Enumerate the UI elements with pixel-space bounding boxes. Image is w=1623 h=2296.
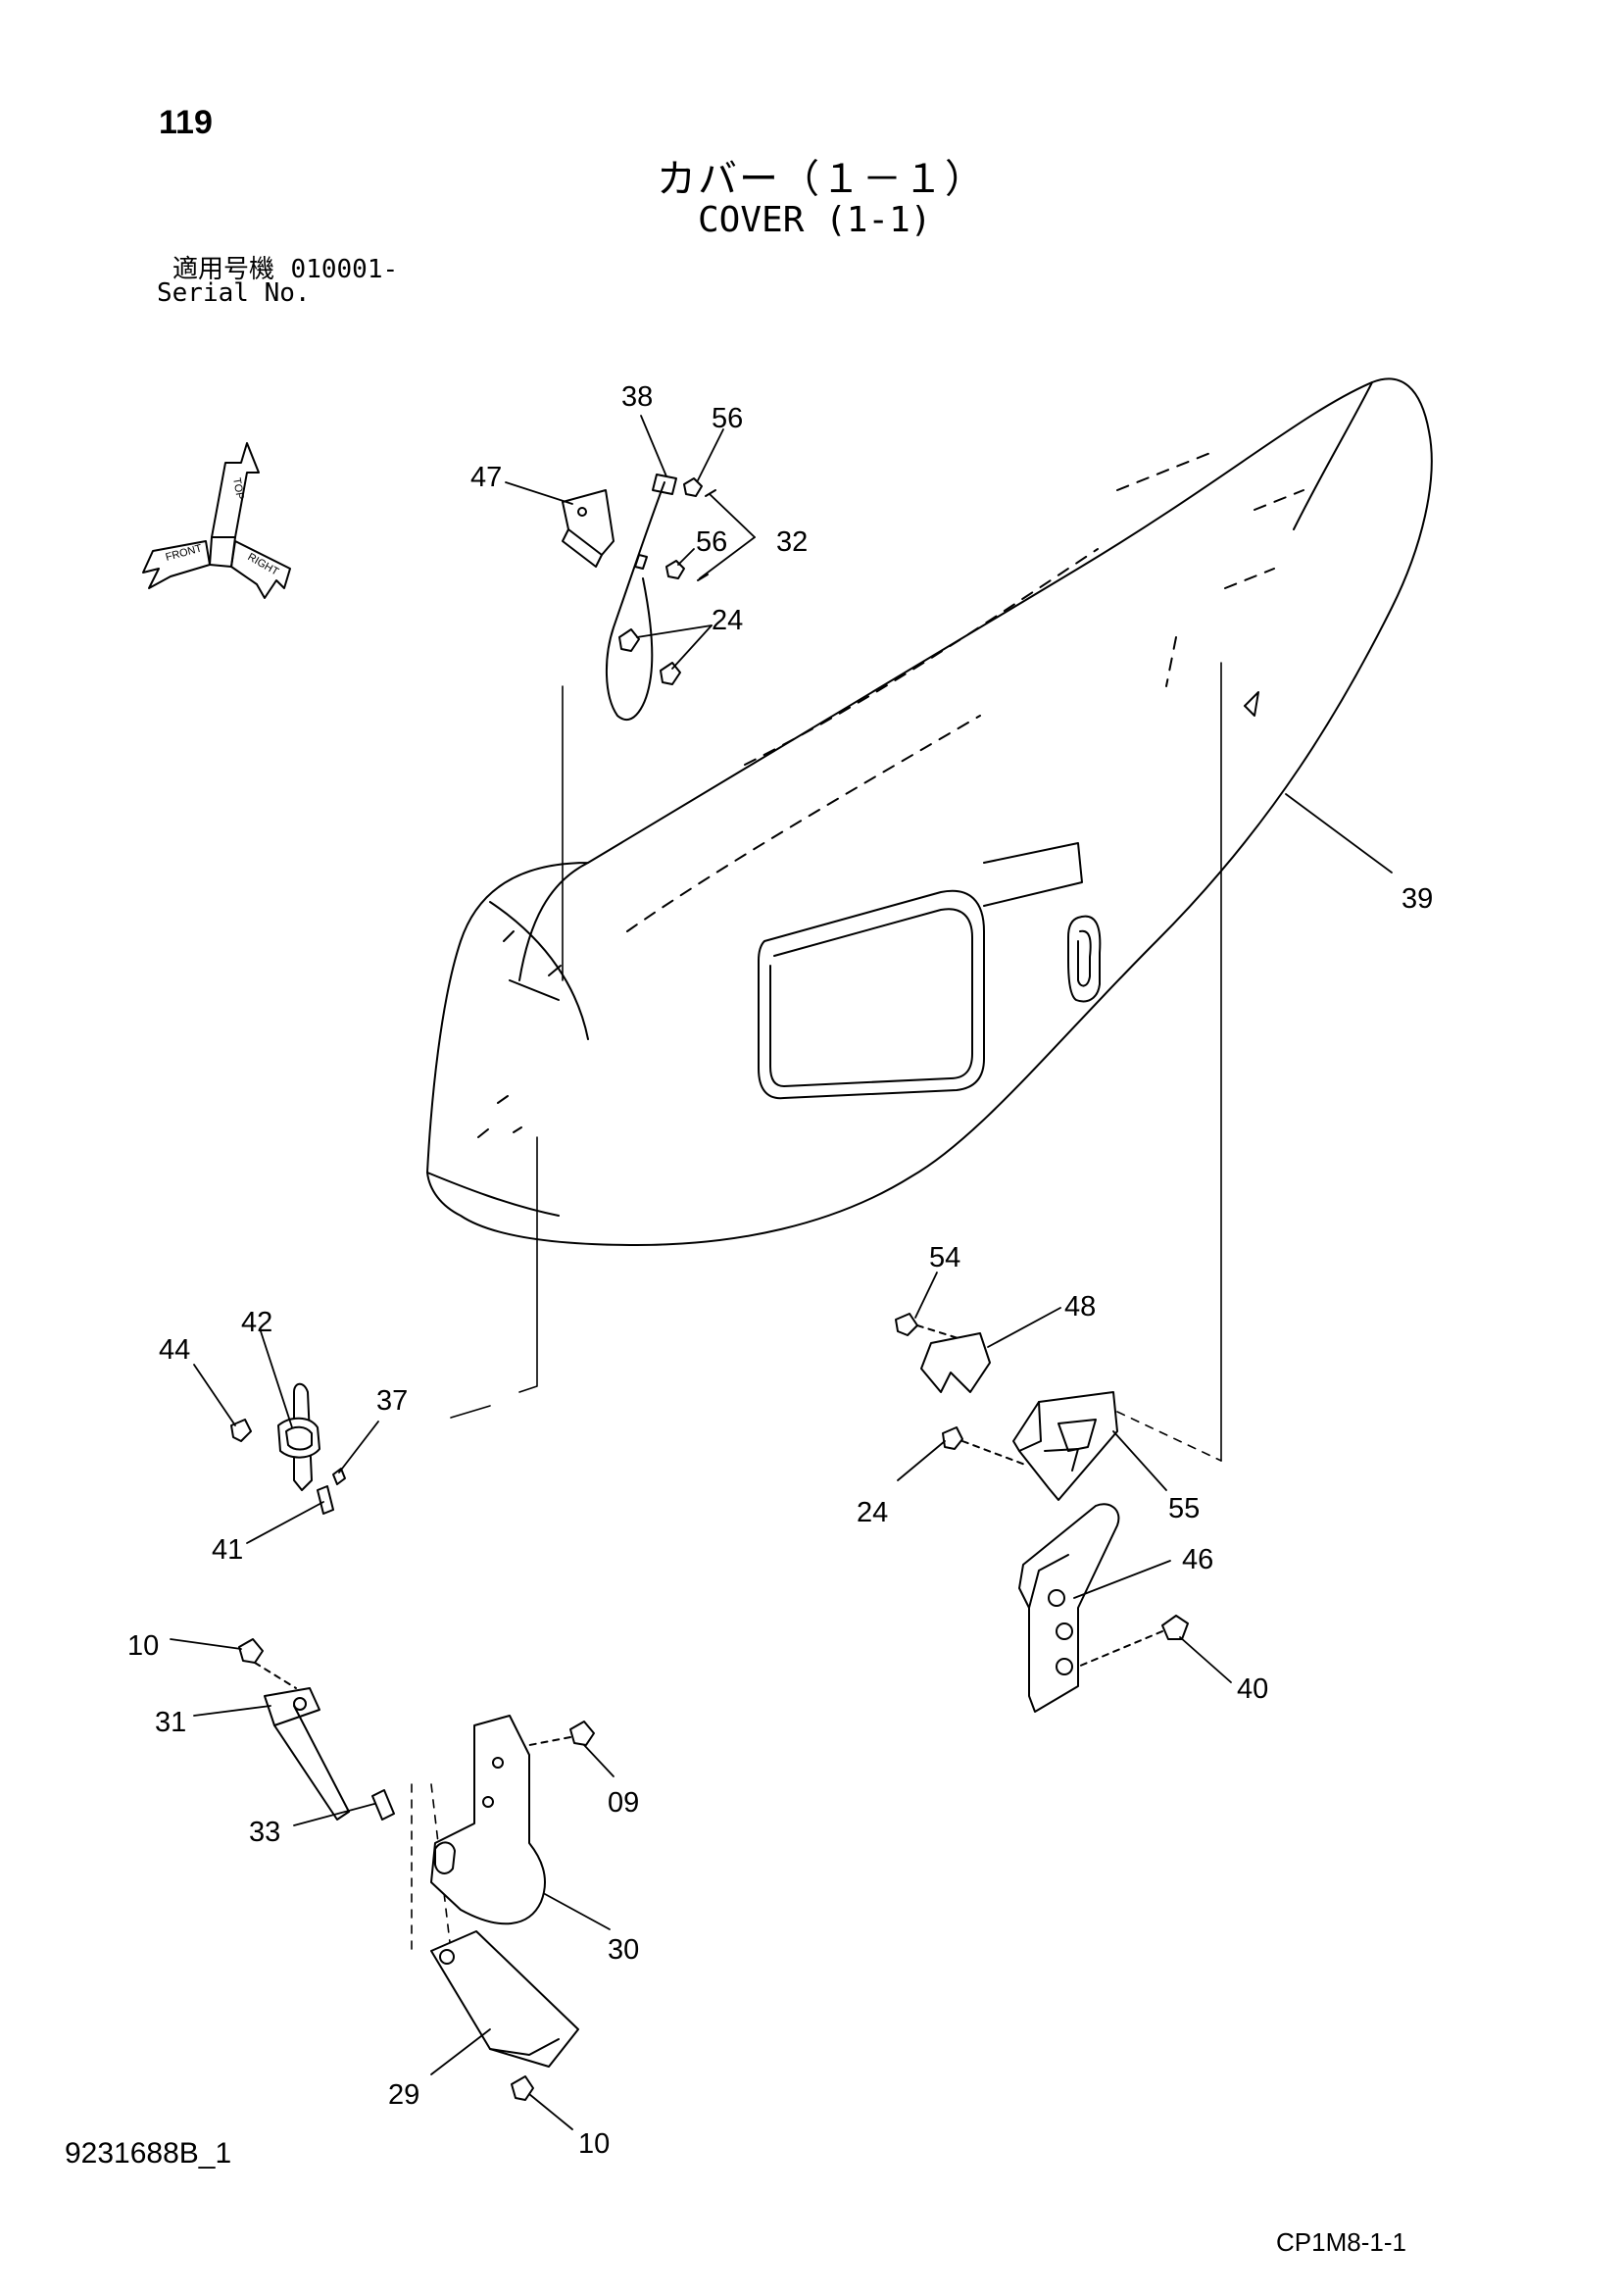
serial-row: 適用号機 010001- <box>172 249 398 285</box>
part-54-bolt <box>895 1313 981 1346</box>
part-38-cable <box>606 474 677 722</box>
callout-31: 31 <box>155 1707 186 1738</box>
part-46-stay <box>1018 1503 1120 1713</box>
part-42-latch <box>277 1382 320 1491</box>
callout-44: 44 <box>159 1334 190 1366</box>
callout-56: 56 <box>696 526 727 558</box>
part-29-bracket <box>430 1930 579 2068</box>
callout-10: 10 <box>127 1630 159 1662</box>
part-39-main-cover <box>426 377 1433 1246</box>
callout-42: 42 <box>241 1307 272 1338</box>
callout-55: 55 <box>1168 1493 1200 1524</box>
callout-46: 46 <box>1182 1544 1213 1575</box>
part-10-bolt-lower <box>511 2075 534 2101</box>
callout-24: 24 <box>712 605 743 636</box>
part-09-bolt <box>518 1721 595 1748</box>
callout-40: 40 <box>1237 1673 1268 1705</box>
callout-32: 32 <box>776 526 808 558</box>
part-24-clips-upper <box>618 628 681 685</box>
part-32-pins <box>697 489 716 581</box>
part-10-bolt-upper <box>238 1638 297 1689</box>
serial-label-english: Serial No. <box>157 278 311 308</box>
callout-37: 37 <box>376 1385 408 1417</box>
callout-54: 54 <box>929 1242 960 1273</box>
part-31-lever <box>264 1687 350 1821</box>
callout-labels: 38 56 47 56 32 24 39 54 48 42 44 37 41 2… <box>127 381 1433 2160</box>
callout-39: 39 <box>1402 883 1433 915</box>
part-33-collar <box>371 1789 395 1821</box>
leader-lines <box>170 415 1393 2130</box>
part-47-bracket <box>562 489 615 568</box>
part-37-screw <box>332 1468 346 1485</box>
drawing-id: 9231688B_1 <box>65 2137 232 2170</box>
part-24-clip-lower <box>942 1426 1026 1466</box>
page-number: 119 <box>159 104 213 141</box>
callout-30: 30 <box>608 1934 639 1966</box>
orientation-compass-icon: TOP FRONT RIGHT <box>142 442 291 599</box>
part-41-spring <box>317 1485 334 1515</box>
serial-value: 010001- <box>290 255 399 284</box>
part-40-bolt <box>1077 1615 1189 1668</box>
callout-56: 56 <box>712 403 743 434</box>
part-44-bolt <box>230 1419 252 1442</box>
callout-29: 29 <box>388 2079 419 2111</box>
serial-label-japanese: 適用号機 <box>172 255 275 284</box>
callout-48: 48 <box>1064 1291 1096 1323</box>
part-56-nuts <box>665 477 703 579</box>
page-code: CP1M8-1-1 <box>1276 2227 1406 2257</box>
part-48-bracket <box>920 1332 991 1393</box>
callout-41: 41 <box>212 1534 243 1566</box>
page-title-japanese: カバー（１－１） <box>657 157 986 202</box>
callout-33: 33 <box>249 1817 280 1848</box>
callout-10: 10 <box>578 2128 610 2160</box>
callout-09: 09 <box>608 1787 639 1819</box>
callout-47: 47 <box>470 462 502 493</box>
callout-24: 24 <box>857 1497 888 1528</box>
page-title-english: COVER (1-1) <box>698 200 932 240</box>
part-55-bracket <box>1012 1391 1118 1501</box>
orientation-top-label: TOP <box>230 476 246 500</box>
part-30-plate <box>430 1715 546 1925</box>
callout-38: 38 <box>621 381 653 413</box>
